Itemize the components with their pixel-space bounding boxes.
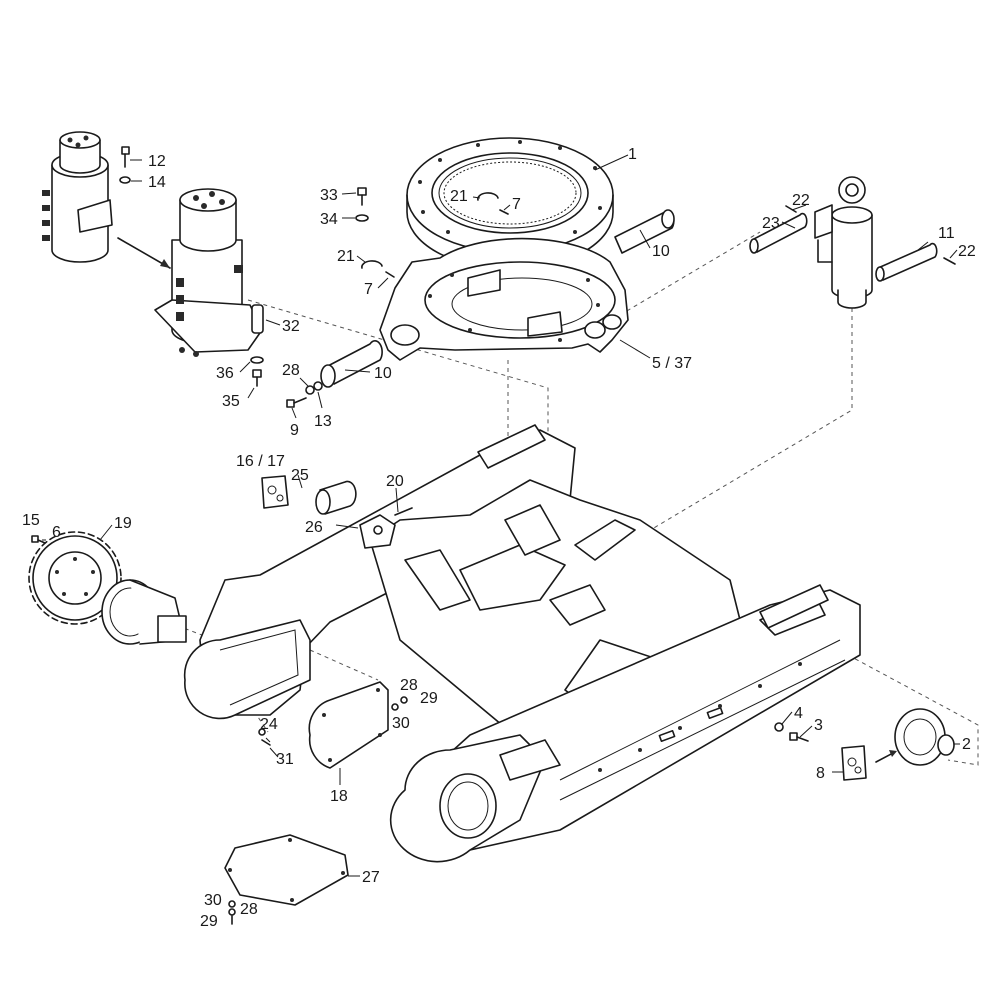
bolt-15 xyxy=(31,535,46,544)
leader-lines xyxy=(42,154,960,877)
callout-13: 13 xyxy=(314,413,332,430)
callout-20: 20 xyxy=(386,473,404,490)
callout-22-right: 22 xyxy=(958,243,976,260)
washer-30-low xyxy=(228,900,236,908)
lockpin-22-right xyxy=(943,257,956,265)
callout-9: 9 xyxy=(290,422,299,439)
cover-27-bolts xyxy=(228,838,345,902)
swivel-arrowhead xyxy=(160,259,170,268)
clip-21-lower xyxy=(361,260,383,269)
washer-28-mid xyxy=(400,696,408,704)
callout-23: 23 xyxy=(762,215,780,232)
callout-35: 35 xyxy=(222,393,240,410)
callout-6: 6 xyxy=(52,524,61,541)
cover-18-bolts xyxy=(322,688,382,762)
pin-23 xyxy=(749,212,808,254)
bracket-26 xyxy=(359,514,396,549)
callout-3: 3 xyxy=(814,717,823,734)
kit-bag-8 xyxy=(841,745,867,781)
cover-18 xyxy=(308,681,389,769)
undercarriage-frame xyxy=(183,424,861,863)
sleeve-32 xyxy=(251,304,264,334)
callout-36: 36 xyxy=(216,365,234,382)
callout-labels: 1 2 3 4 5 / 37 6 7 7 8 9 10 10 11 12 13 … xyxy=(22,146,976,930)
callout-34: 34 xyxy=(320,211,338,228)
bolt-7-upper xyxy=(499,209,509,215)
callout-25: 25 xyxy=(291,467,309,484)
pin-11 xyxy=(875,242,938,282)
slewing-ring xyxy=(406,137,614,270)
callout-21-upper: 21 xyxy=(450,188,468,205)
pin-10-upper xyxy=(614,209,675,254)
idler-arrowhead xyxy=(889,750,897,757)
callout-10-upper: 10 xyxy=(652,243,670,260)
callout-26: 26 xyxy=(305,519,323,536)
callout-21-lower: 21 xyxy=(337,248,355,265)
callout-11: 11 xyxy=(938,225,955,242)
idler-2 xyxy=(894,708,955,766)
callout-7-upper: 7 xyxy=(512,196,521,213)
callout-15: 15 xyxy=(22,512,40,529)
callout-33: 33 xyxy=(320,187,338,204)
sprocket-19 xyxy=(28,531,122,625)
washer-14 xyxy=(119,176,131,184)
bolt-3 xyxy=(789,732,809,742)
callout-5-37: 5 / 37 xyxy=(652,355,692,372)
pin-20 xyxy=(394,507,413,516)
callout-28-top: 28 xyxy=(282,362,300,379)
bolt-7-lower xyxy=(385,271,395,278)
callout-16-17: 16 / 17 xyxy=(236,453,285,470)
swing-frame-plate xyxy=(379,237,629,361)
bolt-31 xyxy=(261,739,271,746)
callout-22-left: 22 xyxy=(792,192,810,209)
bolt-35 xyxy=(252,369,262,387)
callout-8: 8 xyxy=(816,765,825,782)
lockpin-22-left xyxy=(785,205,797,213)
bolt-9 xyxy=(286,397,307,408)
callout-29-low: 29 xyxy=(200,913,218,930)
swivel-joint-assembled xyxy=(154,188,263,357)
washer-28-upper xyxy=(305,385,315,395)
washer-24 xyxy=(258,728,266,736)
callout-18: 18 xyxy=(330,788,348,805)
callout-10-lower: 10 xyxy=(374,365,392,382)
callout-12: 12 xyxy=(148,153,166,170)
callout-30-mid: 30 xyxy=(392,715,410,732)
callout-31: 31 xyxy=(276,751,294,768)
callout-19: 19 xyxy=(114,515,132,532)
bolt-12 xyxy=(121,146,130,168)
kit-bag-16-17 xyxy=(261,475,289,509)
pin-10-lower xyxy=(320,340,383,388)
callout-14: 14 xyxy=(148,174,166,191)
callout-30-low: 30 xyxy=(204,892,222,909)
cover-27 xyxy=(224,834,349,906)
callout-1: 1 xyxy=(628,146,637,163)
callout-24: 24 xyxy=(260,716,278,733)
callout-2: 2 xyxy=(962,736,971,753)
washer-30-mid xyxy=(391,703,399,711)
callout-32: 32 xyxy=(282,318,300,335)
boom-cylinder xyxy=(814,176,873,309)
bolt-33 xyxy=(357,187,367,206)
swivel-joint-exploded xyxy=(42,131,113,263)
callout-7-lower: 7 xyxy=(364,281,373,298)
washer-34 xyxy=(355,214,369,222)
washer-36 xyxy=(250,356,264,364)
bushing-25 xyxy=(315,480,357,515)
callout-29-mid: 29 xyxy=(420,690,438,707)
callout-28-low: 28 xyxy=(240,901,258,918)
nut-13 xyxy=(313,381,323,391)
travel-motor xyxy=(101,579,187,645)
callout-28-mid: 28 xyxy=(400,677,418,694)
callout-27: 27 xyxy=(362,869,380,886)
washer-28-low xyxy=(228,908,236,916)
swivel-arrow xyxy=(117,237,171,269)
washer-4 xyxy=(774,722,784,732)
callout-4: 4 xyxy=(794,705,803,722)
